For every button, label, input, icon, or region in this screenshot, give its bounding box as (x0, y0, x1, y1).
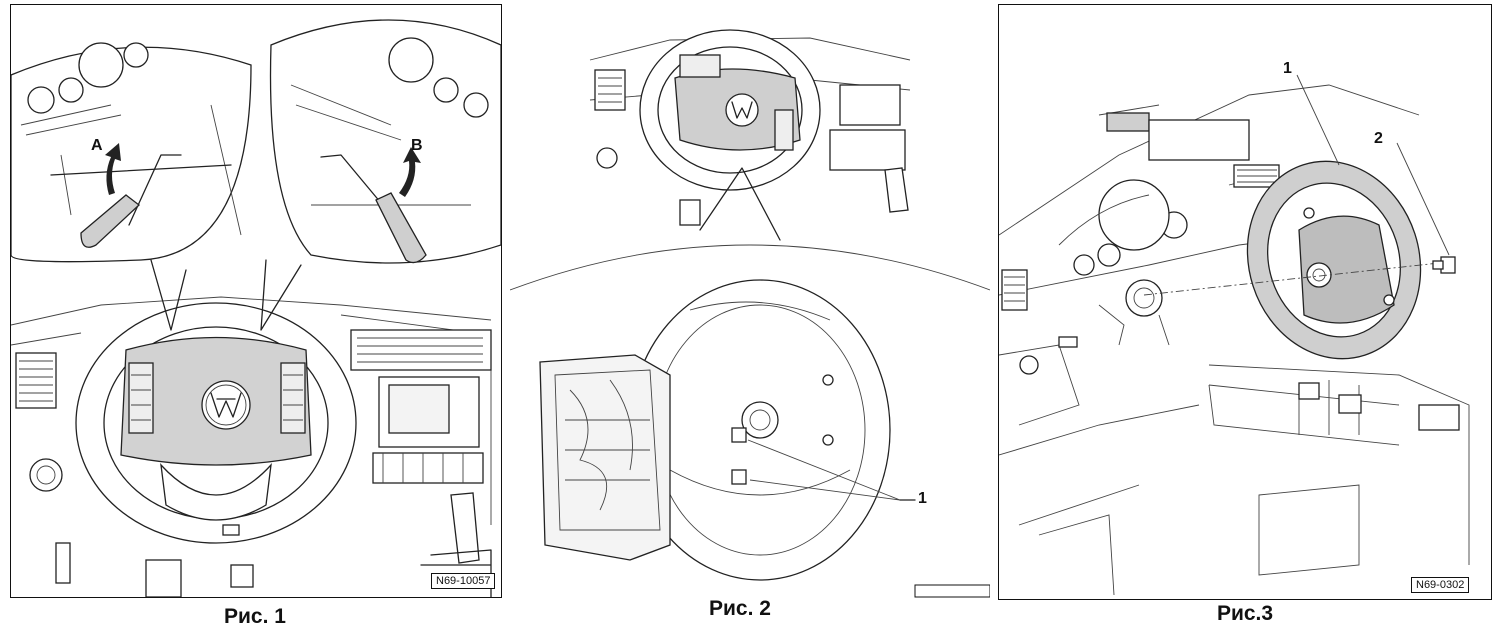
detail-bubble-left (11, 42, 252, 263)
figure-3-drawing (999, 74, 1470, 596)
figure-caption: Рис. 2 (709, 597, 771, 620)
ignition-switch (29, 458, 63, 492)
callout-2: 2 (1374, 130, 1383, 147)
figure-2: 1 Рис. 2 (510, 0, 990, 636)
pedal (230, 564, 254, 588)
callout-1: 1 (918, 490, 927, 507)
figure-2-drawing (510, 29, 990, 598)
figure-3-frame: 1 2 N69-0302 (998, 4, 1492, 600)
detail-bubble-right (269, 19, 501, 264)
curved-arrow-icon (105, 143, 121, 195)
screwdriver-icon (80, 154, 182, 248)
figure-code: N69-10057 (431, 573, 496, 589)
figure-1-drawing (11, 19, 501, 597)
curved-arrow-icon (399, 147, 421, 197)
callout-a: A (91, 137, 103, 154)
gear-lever (420, 492, 492, 597)
airbag-module (539, 354, 671, 561)
figure-1: A B N69-10057 Рис. 1 (0, 0, 510, 636)
steering-wheel-back (629, 279, 891, 581)
figure-1-frame: A B N69-10057 (10, 4, 502, 598)
callout-1: 1 (1283, 60, 1292, 77)
vw-logo-icon (725, 93, 759, 127)
left-air-vent (15, 352, 57, 409)
vw-logo-icon (201, 380, 251, 430)
steering-wheel (1246, 160, 1422, 360)
figure-caption: Рис. 1 (224, 605, 286, 628)
figure-code: N69-0302 (1411, 577, 1470, 593)
center-console (350, 329, 492, 484)
callout-b: B (411, 137, 423, 154)
figure-3: 1 2 N69-0302 Рис.3 (990, 0, 1502, 636)
bolt-icon (1432, 256, 1456, 274)
pedal (145, 559, 182, 597)
figure-caption: Рис.3 (1216, 602, 1274, 625)
screwdriver-icon (320, 154, 427, 264)
